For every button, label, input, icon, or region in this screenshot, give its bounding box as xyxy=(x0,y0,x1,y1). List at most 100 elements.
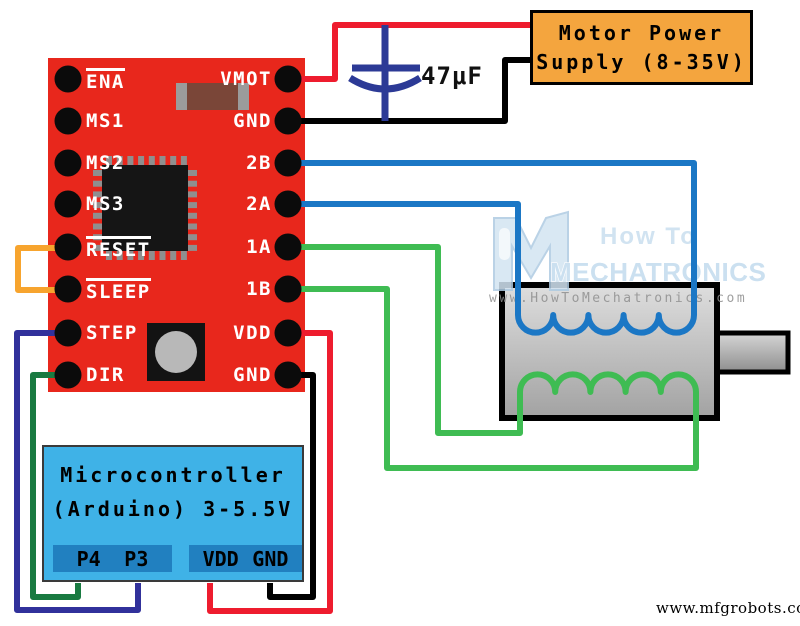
chip-leg xyxy=(170,251,177,260)
microcontroller-box: Microcontroller (Arduino) 3-5.5V P4 P3 V… xyxy=(42,445,304,582)
pin-label-vdd: VDD xyxy=(233,322,272,344)
pin-ms3 xyxy=(54,190,82,218)
microcontroller-title: Microcontroller xyxy=(60,463,286,487)
chip-leg xyxy=(93,244,102,251)
pin-sleep xyxy=(54,275,82,303)
pin-label-2a: 2A xyxy=(246,193,272,215)
pin-label-step: STEP xyxy=(86,322,138,344)
pin-gnd-top xyxy=(274,107,302,135)
power-supply-line1: Motor Power xyxy=(558,20,725,45)
pin-label-gnd-bottom: GND xyxy=(233,364,272,386)
pin-1a xyxy=(274,233,302,261)
wire-coil1-1a-1b xyxy=(288,244,699,471)
smd-resistor xyxy=(176,83,249,110)
pin-reset xyxy=(54,233,82,261)
chip-leg xyxy=(138,251,145,260)
watermark: How To MECHATRONICS www.HowToMechatronic… xyxy=(489,210,767,306)
logo-lightbulb xyxy=(499,228,510,260)
pin-label-ena: ENA xyxy=(86,68,125,93)
chip-leg xyxy=(116,156,123,165)
watermark-howto: How To xyxy=(600,223,697,250)
chip-leg xyxy=(188,170,197,176)
pin-label-ms3: MS3 xyxy=(86,193,125,215)
chip-leg xyxy=(106,156,112,165)
pin-label-vmot: VMOT xyxy=(220,68,272,90)
stepper-motor xyxy=(499,282,791,421)
chip-leg xyxy=(159,156,166,165)
chip-leg xyxy=(159,251,166,260)
footer-credit: www.mfgrobots.com xyxy=(656,599,800,617)
chip-leg xyxy=(148,251,155,260)
driver-board xyxy=(48,58,305,392)
wire-coil2-2a-2b xyxy=(288,160,697,336)
mcu-port-gnd: GND xyxy=(252,546,289,571)
wire-vdd-to-mcu xyxy=(207,330,333,614)
chip-leg xyxy=(180,156,187,165)
chip-leg xyxy=(148,156,155,165)
capacitor xyxy=(348,25,422,121)
chip-leg xyxy=(93,170,102,176)
pin-label-gnd-top: GND xyxy=(233,110,272,132)
wire-gnd-to-mcu xyxy=(267,372,316,600)
chip-leg xyxy=(127,251,134,260)
driver-pins xyxy=(54,65,302,389)
wire-step-to-p3 xyxy=(14,330,141,613)
motor-shaft xyxy=(714,330,791,375)
wire-reset-sleep-jumper xyxy=(15,245,68,293)
chip-leg xyxy=(138,156,145,165)
motor-body xyxy=(499,282,720,421)
chip-leg xyxy=(93,191,102,198)
pin-label-ms2: MS2 xyxy=(86,152,125,174)
chip-leg xyxy=(188,244,197,251)
wires xyxy=(14,22,699,614)
chip-leg xyxy=(93,180,102,187)
pin-label-sleep: SLEEP xyxy=(86,278,151,303)
pin-ms2 xyxy=(54,149,82,177)
power-supply-line2: Supply (8-35V) xyxy=(536,49,747,74)
capacitor-value: 47μF xyxy=(421,62,483,90)
chip-leg xyxy=(188,180,197,187)
mcu-pin-strip-power: VDD GND xyxy=(189,545,302,572)
wire-vmot-to-supply xyxy=(288,22,531,82)
pin-vdd xyxy=(274,319,302,347)
motor-power-supply-box: Motor Power Supply (8-35V) xyxy=(530,10,753,85)
chip-leg xyxy=(116,251,123,260)
chip-leg xyxy=(188,212,197,219)
pin-gnd-bottom xyxy=(274,361,302,389)
pin-ena xyxy=(54,65,82,93)
watermark-mechatronics: MECHATRONICS xyxy=(550,257,766,287)
microcontroller-subtitle: (Arduino) 3-5.5V xyxy=(52,497,294,521)
mcu-port-p3: P3 xyxy=(124,546,149,571)
mcu-port-p4: P4 xyxy=(76,546,101,571)
pin-2a xyxy=(274,190,302,218)
chip-leg xyxy=(93,212,102,219)
pin-2b xyxy=(274,149,302,177)
pin-label-ms1: MS1 xyxy=(86,110,125,132)
pin-dir xyxy=(54,361,82,389)
mcu-pin-strip-signals: P4 P3 xyxy=(53,545,172,572)
chip-leg xyxy=(188,223,197,230)
pin-label-1a: 1A xyxy=(246,236,272,258)
pin-vmot xyxy=(274,65,302,93)
chip-leg xyxy=(93,202,102,209)
wire-gnd-to-supply xyxy=(288,57,531,124)
chip-leg xyxy=(188,191,197,198)
pin-ms1 xyxy=(54,107,82,135)
pin-label-dir: DIR xyxy=(86,364,125,386)
pin-label-2b: 2B xyxy=(246,152,272,174)
chip-leg xyxy=(93,223,102,230)
potentiometer xyxy=(147,323,205,381)
chip-leg xyxy=(188,234,197,241)
chip-leg xyxy=(170,156,177,165)
pin-step xyxy=(54,319,82,347)
chip-leg xyxy=(106,251,112,260)
chip-leg xyxy=(180,251,187,260)
chip-leg xyxy=(127,156,134,165)
wire-dir-to-p4 xyxy=(30,372,81,600)
pin-label-1b: 1B xyxy=(246,278,272,300)
pin-1b xyxy=(274,275,302,303)
mcu-port-vdd: VDD xyxy=(202,546,239,571)
capacitor-plate-curved xyxy=(348,74,422,93)
